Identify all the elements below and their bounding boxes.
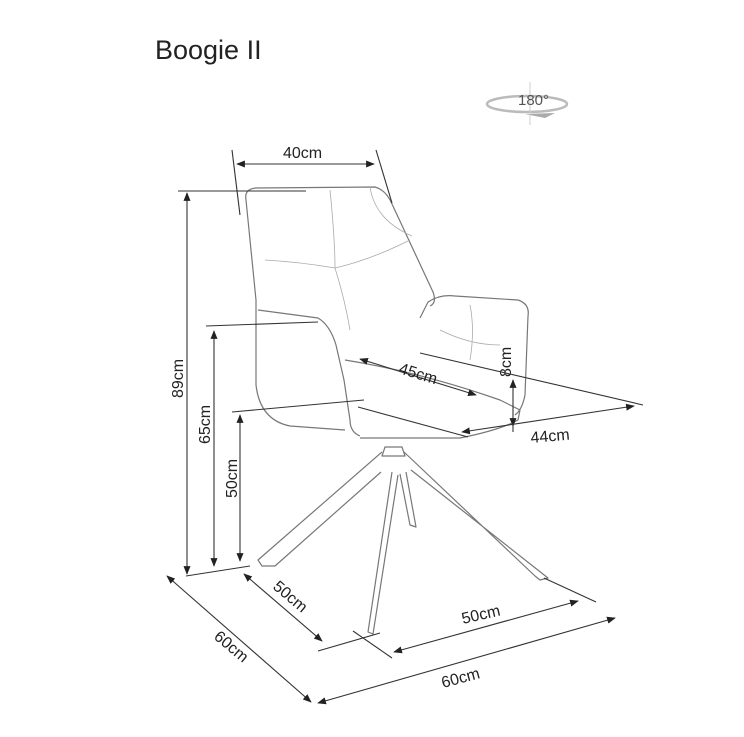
dimension-seat-thickness: 8cm — [498, 347, 517, 432]
dimension-armrest-height: 65cm — [197, 321, 319, 567]
rotation-label: 180° — [518, 92, 549, 109]
label-seat-thickness: 8cm — [498, 347, 515, 377]
dimension-total-height: 89cm — [170, 190, 306, 575]
label-seat-depth: 45cm — [397, 361, 439, 389]
dimension-seat-width: 44cm — [419, 352, 644, 447]
chair-drawing — [245, 186, 549, 635]
dimension-base-width: 50cm — [393, 577, 597, 654]
label-armrest-height: 65cm — [197, 405, 214, 444]
rotate-icon: 180° — [485, 82, 569, 125]
label-seat-height: 50cm — [224, 459, 241, 498]
dimension-seat-depth: 45cm — [357, 357, 477, 438]
product-title: Boogie II — [155, 35, 262, 65]
label-total-depth: 60cm — [210, 628, 251, 666]
dimension-seat-height: 50cm — [185, 399, 365, 577]
label-total-width: 60cm — [440, 665, 482, 692]
label-total-height: 89cm — [170, 359, 187, 398]
label-back-width: 40cm — [283, 145, 322, 162]
label-base-depth: 50cm — [269, 578, 310, 616]
dimension-total-width: 60cm — [317, 616, 616, 705]
dimension-back-width: 40cm — [231, 145, 393, 216]
label-seat-width: 44cm — [530, 427, 570, 447]
